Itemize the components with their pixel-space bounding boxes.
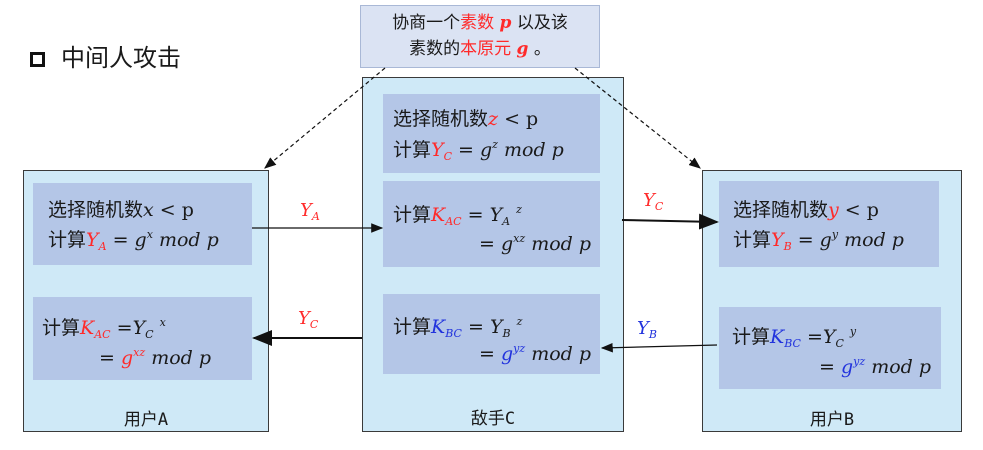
prime-negotiation-note: 协商一个素数 p 以及该 素数的本原元 g 。: [360, 5, 600, 68]
kbc-value-line: = gyz mod p: [819, 355, 932, 378]
slide-title: 中间人攻击: [30, 38, 181, 73]
user-b-label: 用户B: [809, 410, 855, 430]
user-b-key-card: 计算KBC =YC y = gyz mod p: [719, 307, 941, 389]
choose-line: 选择随机数x < p: [48, 199, 194, 221]
arrow-c-to-b: [621, 213, 719, 230]
adversary-kbc-card: 计算KBC = YB z = gyz mod p: [383, 294, 600, 374]
kac-value-line: = gxz mod p: [99, 346, 212, 369]
note-line-2: 素数的本原元 g 。: [371, 36, 589, 62]
user-a-choose-card: 选择随机数x < p 计算YA = gx mod p: [33, 183, 252, 265]
user-a-key-card: 计算KAC =YC x = gxz mod p: [33, 297, 252, 380]
user-a-label: 用户A: [123, 410, 169, 430]
primitive-root-label: 本原元: [460, 39, 512, 59]
compute-kac-line: 计算KAC =YC x: [42, 316, 166, 341]
note-text: 素数的: [409, 39, 461, 59]
choose-y-line: 选择随机数y < p: [733, 199, 879, 221]
kbc-value-line: = gyz mod p: [479, 342, 592, 365]
arrow-label-yc-to-b: YC: [643, 190, 664, 213]
note-text: 以及该: [516, 13, 568, 33]
compute-kbc-line: 计算KBC = YB z: [393, 315, 523, 340]
arrow-label-yb: YB: [637, 318, 657, 341]
arrow-label-yc-to-a: YC: [298, 308, 319, 331]
adversary-kac-card: 计算KAC = YA z = gxz mod p: [383, 181, 600, 267]
dashed-arrow-to-user-a: [264, 67, 386, 169]
prime-label: 素数: [460, 13, 495, 33]
kac-value-line: = gxz mod p: [479, 232, 592, 255]
compute-kbc-line: 计算KBC =YC y: [732, 325, 857, 350]
note-text: 协商一个: [392, 13, 461, 33]
note-line-1: 协商一个素数 p 以及该: [371, 10, 589, 36]
compute-yc-line: 计算YC = gz mod p: [393, 138, 564, 163]
arrow-b-to-c: [600, 342, 718, 353]
dashed-arrow-to-user-b: [574, 67, 701, 169]
compute-kac-line: 计算KAC = YA z: [393, 203, 522, 228]
checkbox-bullet-icon: [30, 52, 45, 67]
compute-ya-line: 计算YA = gx mod p: [48, 228, 219, 253]
title-text: 中间人攻击: [61, 44, 181, 72]
adversary-label: 敌手C: [470, 409, 516, 429]
arrow-label-ya: YA: [300, 200, 320, 223]
user-b-choose-card: 选择随机数y < p 计算YB = gy mod p: [719, 181, 939, 267]
prime-symbol: p: [499, 13, 512, 33]
compute-yb-line: 计算YB = gy mod p: [733, 228, 904, 253]
generator-symbol: g: [516, 39, 529, 59]
adversary-choose-card: 选择随机数z < p 计算YC = gz mod p: [383, 94, 600, 173]
choose-z-line: 选择随机数z < p: [393, 108, 539, 130]
note-text: 。: [533, 39, 551, 59]
